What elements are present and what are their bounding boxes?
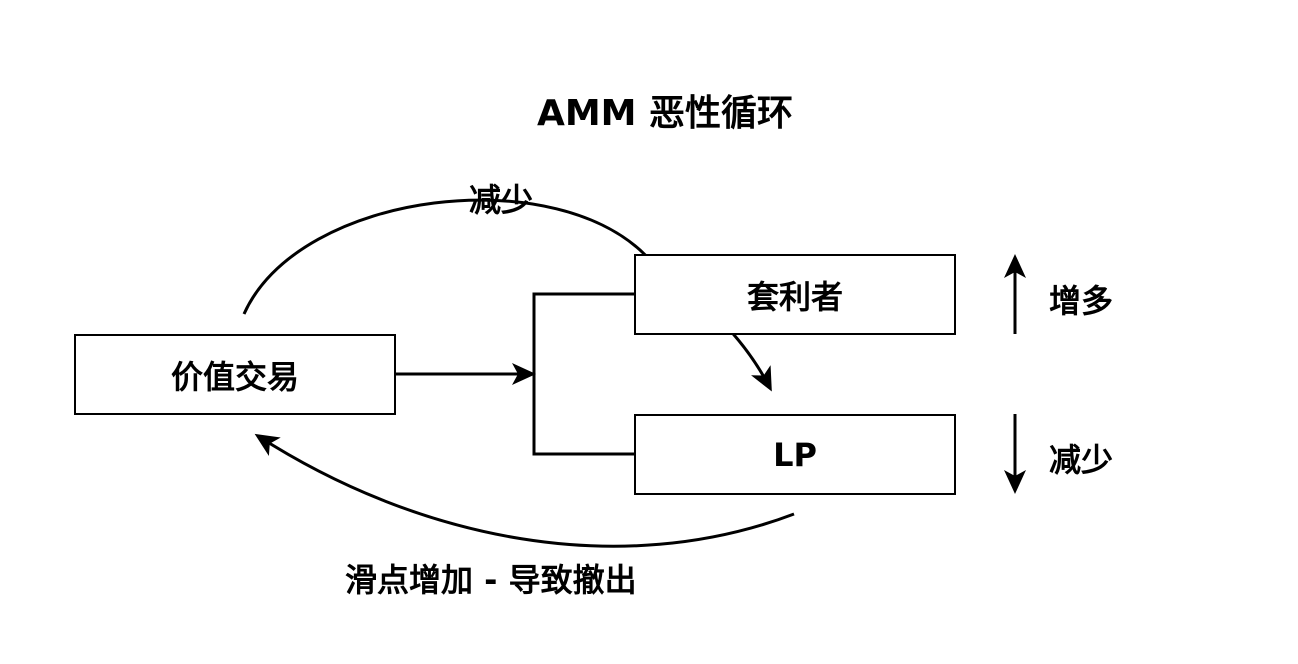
trade-node-label: 价值交易	[170, 357, 299, 396]
lp-trend-label: 减少	[1049, 441, 1114, 479]
arbitrageur-node: 套利者	[634, 254, 956, 335]
bottom-arc-arrow	[254, 433, 795, 548]
arbitrageur-node-label: 套利者	[746, 277, 843, 316]
diagram-title: AMM 恶性循环	[536, 93, 794, 134]
trade-node: 价值交易	[74, 334, 396, 415]
bottom-arc-label: 滑点增加 - 导致撤出	[345, 561, 637, 599]
arbitrageur-trend-label: 增多	[1049, 282, 1114, 320]
lp-node-label: LP	[773, 435, 817, 474]
lp-node: LP	[634, 414, 956, 495]
top-arc-label: 减少	[469, 181, 534, 219]
participants-bracket	[532, 292, 634, 456]
